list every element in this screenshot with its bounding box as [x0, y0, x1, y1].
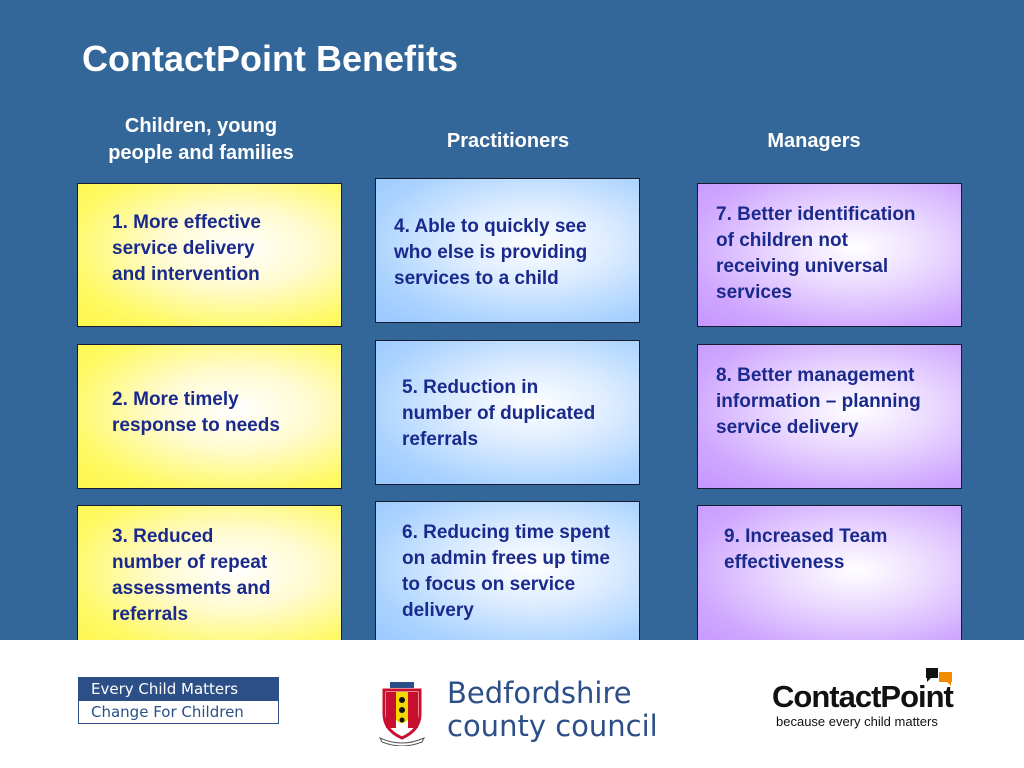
ecm-line1: Every Child Matters — [79, 678, 278, 701]
council-line2: county council — [447, 709, 658, 743]
coat-of-arms-icon — [378, 682, 426, 746]
column-heading-children: Children, young people and families — [86, 113, 316, 167]
column-heading-managers: Managers — [767, 130, 861, 152]
column-heading-practitioners: Practitioners — [446, 130, 570, 152]
speech-bubbles-icon — [926, 668, 952, 686]
ecm-line2: Change For Children — [79, 701, 278, 723]
bedfordshire-logo: Bedfordshire county council — [447, 676, 658, 742]
slide-title: ContactPoint Benefits — [82, 38, 459, 79]
column-heading-line: people and families — [108, 142, 294, 164]
council-line1: Bedfordshire — [447, 676, 632, 710]
column-heading-line: Children, young — [124, 115, 278, 137]
contactpoint-tagline: because every child matters — [776, 714, 938, 729]
contactpoint-name: ContactPoint — [772, 679, 954, 714]
every-child-matters-logo: Every Child Matters Change For Children — [78, 677, 279, 724]
